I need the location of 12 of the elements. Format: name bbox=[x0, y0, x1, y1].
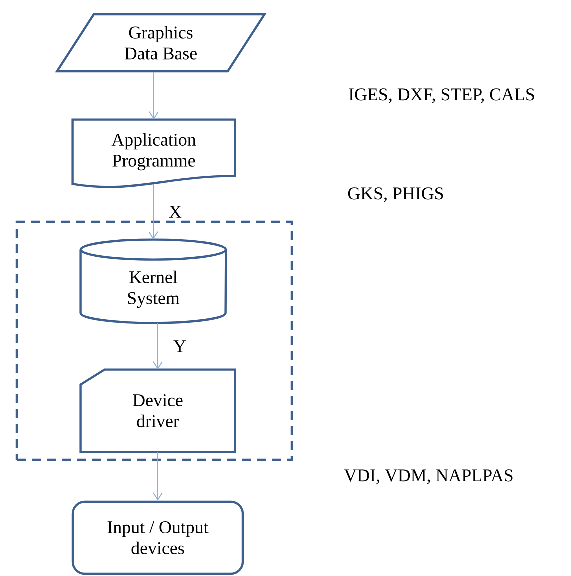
edge-label: Y bbox=[174, 340, 186, 352]
dashed-box bbox=[16, 220, 294, 462]
edge-label: X bbox=[169, 206, 182, 218]
arrow bbox=[148, 184, 158, 240]
arrow bbox=[153, 322, 163, 370]
arrow bbox=[153, 452, 163, 501]
arrow bbox=[149, 72, 159, 120]
node-label: Kernel System bbox=[128, 270, 180, 308]
rounded-box: Input / Output devices bbox=[72, 500, 244, 576]
standard-label: GKS, PHIGS bbox=[348, 188, 444, 202]
standard-label: IGES, DXF, STEP, CALS bbox=[349, 88, 534, 104]
standard-label: VDI, VDM, NAPLPAS bbox=[344, 470, 513, 484]
